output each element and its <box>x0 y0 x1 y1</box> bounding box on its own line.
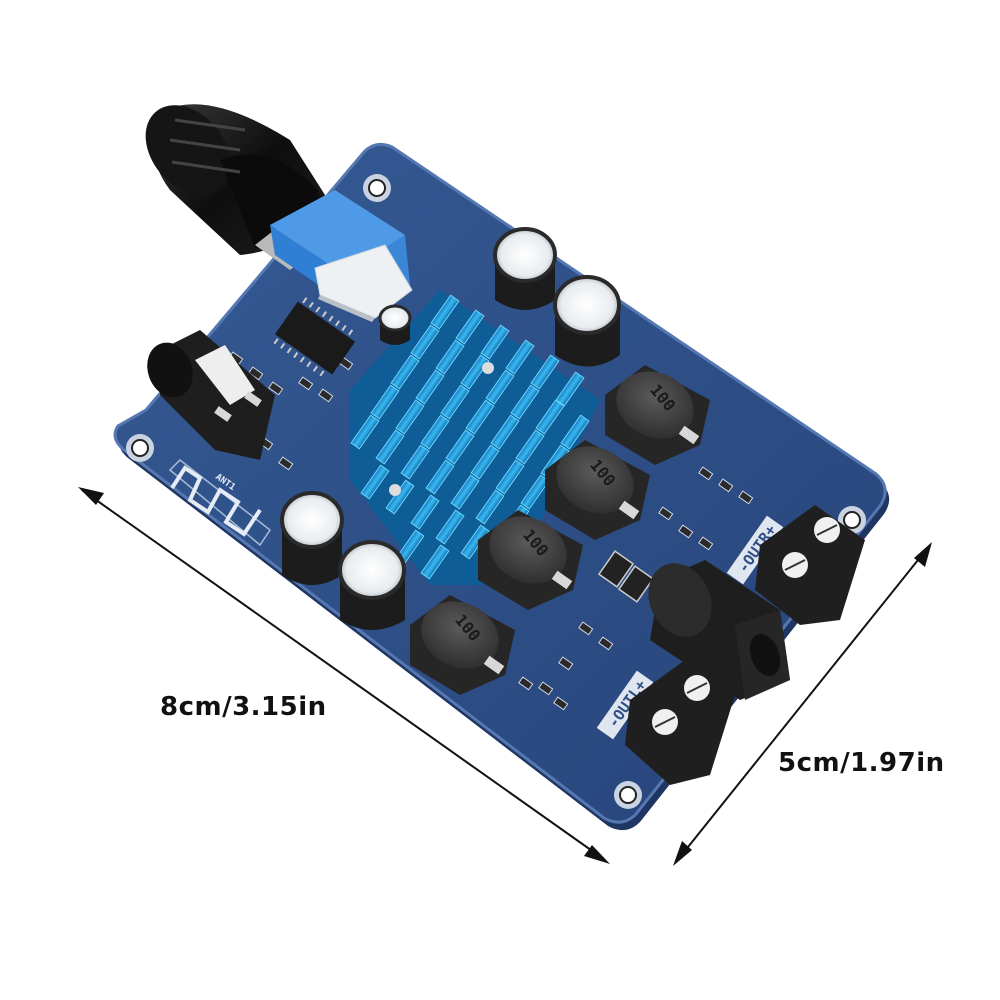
length-dimension-arrow <box>78 487 610 864</box>
inductor-4: 100 <box>410 595 515 695</box>
potentiometer <box>270 190 413 322</box>
audio-jack <box>147 330 275 460</box>
mounting-hole-top <box>363 174 391 202</box>
mounting-hole-left <box>126 434 154 462</box>
capacitor-bottom-1 <box>280 491 344 585</box>
heatsink-screw <box>482 362 494 374</box>
diode-pair <box>597 550 655 603</box>
capacitor-top-2 <box>553 275 621 367</box>
arrowhead-icon <box>584 845 610 864</box>
length-dimension-label: 8cm/3.15in <box>160 692 327 722</box>
arrowhead-icon <box>914 542 932 567</box>
arrowhead-icon <box>78 487 104 505</box>
arrowhead-icon <box>673 841 692 866</box>
inductor-1: 100 <box>605 365 710 465</box>
capacitor-top-1 <box>493 227 557 310</box>
output-right-terminal[interactable] <box>755 505 865 625</box>
heatsink-fins <box>350 294 590 580</box>
smd-components <box>228 351 754 711</box>
ic-chip <box>273 297 356 377</box>
inductor-2: 100 <box>545 440 650 540</box>
capacitor-bottom-2 <box>338 540 406 630</box>
dc-power-jack <box>648 560 790 700</box>
heatsink <box>350 290 600 585</box>
mounting-hole-bottom <box>614 781 642 809</box>
heatsink-screw <box>389 484 401 496</box>
capacitor-small <box>378 304 412 345</box>
width-dimension-arrow <box>673 542 932 866</box>
inductor-3: 100 <box>478 510 583 610</box>
output-left-terminal[interactable] <box>625 660 735 785</box>
width-dimension-label: 5cm/1.97in <box>778 748 945 778</box>
